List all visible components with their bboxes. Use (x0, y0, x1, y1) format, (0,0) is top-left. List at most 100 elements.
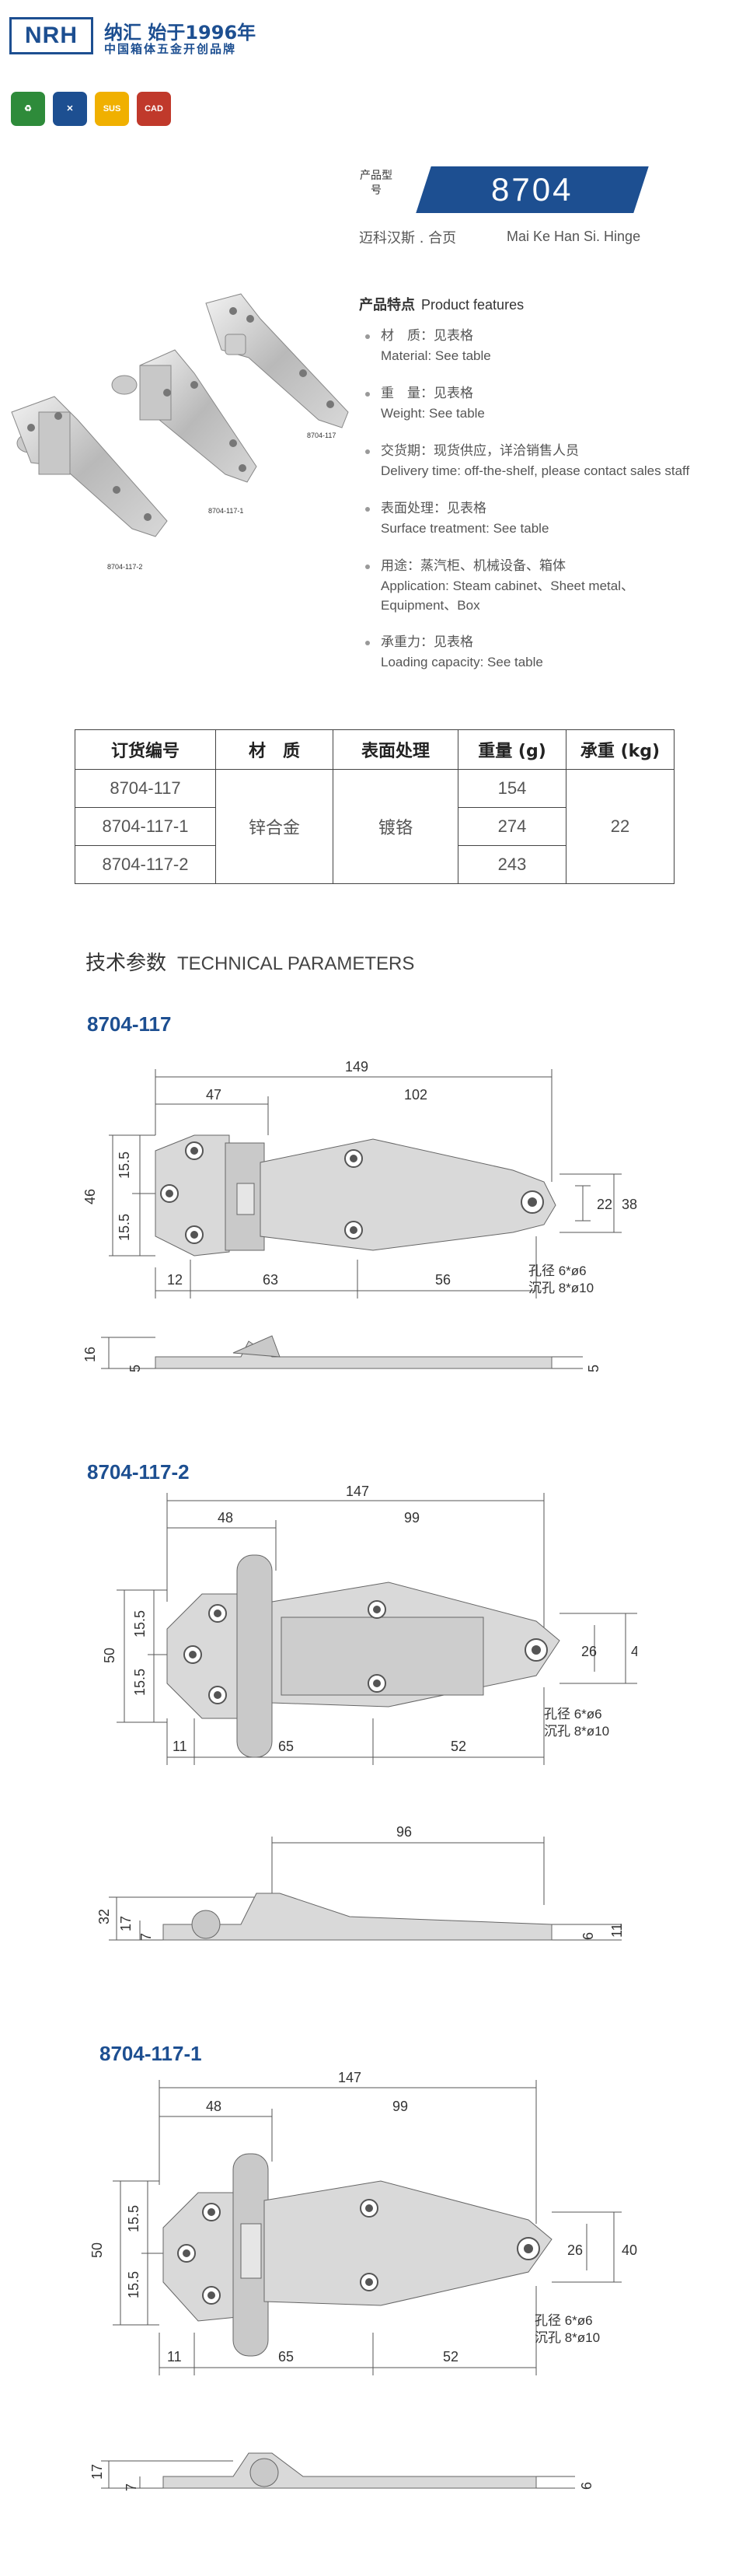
dim-b2: 65 (278, 1739, 294, 1754)
brand-tagline: 纳汇 始于1996年 (104, 22, 256, 44)
table-row: 8704-117 锌合金 镀铬 154 22 (75, 769, 675, 884)
dim-left: 47 (206, 1087, 221, 1103)
dim-h1: 15.5 (126, 2205, 141, 2232)
dim-left: 48 (206, 2099, 221, 2114)
side-t3: 11 (609, 1923, 625, 1938)
cad-badge: CAD (137, 92, 171, 126)
dim-h2: 15.5 (126, 2271, 141, 2298)
dim-right: 102 (404, 1087, 427, 1103)
sus-badge: SUS (95, 92, 129, 126)
side-h: 16 (82, 1347, 98, 1362)
dim-w-hole: 40 (622, 2242, 637, 2258)
dim-h-total: 50 (89, 2242, 105, 2258)
hinge-photo-117-1 (111, 349, 257, 483)
dim-h-total: 50 (102, 1648, 117, 1663)
brand-logo: NRH (9, 17, 93, 54)
photo-label-117-1: 8704-117-1 (208, 507, 243, 515)
cell-load: 22 (566, 769, 675, 884)
side-h: 17 (89, 2464, 105, 2480)
dim-b1: 11 (173, 1739, 187, 1754)
th-load: 承重 (kg) (566, 729, 675, 770)
hole-note-2: 沉孔 8*ø10 (544, 1724, 609, 1739)
dim-b2: 65 (278, 2349, 294, 2365)
hinge-photo-117-2 (11, 396, 168, 537)
cell-code: 8704-117-1 (75, 807, 216, 846)
dim-b2: 63 (263, 1272, 278, 1288)
dim-overall: 147 (346, 1485, 369, 1499)
features-title-en: Product features (421, 297, 525, 313)
cell-material: 锌合金 (215, 769, 333, 884)
cell-weight: 154 (458, 769, 566, 808)
model-label: 产品型号 (360, 170, 392, 197)
dim-h-total: 46 (82, 1189, 98, 1204)
drawing-title: 8704-117-1 (99, 2042, 202, 2065)
dim-b3: 52 (451, 1739, 466, 1754)
side-t1: 7 (138, 1933, 154, 1941)
side-t2: 6 (580, 1932, 596, 1940)
dim-overall: 147 (338, 2070, 361, 2085)
cell-code: 8704-117-2 (75, 845, 216, 884)
side-h: 32 (96, 1909, 112, 1924)
dim-b3: 56 (435, 1272, 451, 1288)
drawing-8704-117-1: 147 48 99 50 15.5 15.5 26 40 11 65 52 孔径… (89, 2070, 637, 2491)
hinge-photo-117 (205, 293, 349, 428)
side-len: 96 (396, 1824, 412, 1840)
cell-weight: 243 (458, 845, 566, 884)
photo-label-117-2: 8704-117-2 (107, 563, 142, 571)
features-title-cn: 产品特点 (359, 297, 415, 313)
table-row: 8704-117-1 274 (75, 807, 675, 846)
th-material: 材 质 (215, 729, 333, 770)
cell-surface: 镀铬 (333, 769, 458, 884)
side-t2: 5 (586, 1365, 601, 1372)
feature-item: 重 量：见表格 Weight: See table (365, 384, 738, 423)
dim-b3: 52 (443, 2349, 458, 2365)
side-t1: 5 (127, 1365, 143, 1372)
side-t2: 6 (579, 2482, 594, 2490)
tools-icon: ✕ (53, 92, 87, 126)
th-code: 订货编号 (75, 729, 216, 770)
dim-w-hole: 40 (631, 1644, 637, 1659)
dim-right: 99 (404, 1510, 420, 1526)
eco-icon: ♻ (11, 92, 45, 126)
dim-w-hole: 38 (622, 1197, 637, 1212)
dim-h1: 15.5 (132, 1610, 148, 1638)
drawing-title: 8704-117 (87, 1012, 172, 1036)
drawing-title: 8704-117-2 (87, 1460, 190, 1484)
hole-note-1: 孔径 6*ø6 (544, 1707, 602, 1721)
product-name-en: Mai Ke Han Si. Hinge (507, 229, 641, 244)
table-row: 8704-117-2 243 (75, 845, 675, 884)
dim-overall: 149 (345, 1059, 368, 1075)
product-name-cn: 迈科汉斯 . 合页 (359, 230, 457, 246)
hole-note-2: 沉孔 8*ø10 (528, 1281, 594, 1295)
table-header-row: 订货编号 材 质 表面处理 重量 (g) 承重 (kg) (75, 729, 675, 770)
hole-note-2: 沉孔 8*ø10 (535, 2330, 600, 2345)
side-t1: 7 (124, 2483, 139, 2491)
dim-b1: 11 (167, 2349, 182, 2365)
cell-code: 8704-117 (75, 769, 216, 808)
th-surface: 表面处理 (333, 729, 458, 770)
dim-w-tip: 26 (581, 1644, 597, 1659)
hole-note-1: 孔径 6*ø6 (528, 1264, 587, 1278)
dim-w-tip: 22 (597, 1197, 612, 1212)
dim-h2: 15.5 (132, 1669, 148, 1696)
features-title: 产品特点 Product features (359, 294, 524, 314)
side-h2: 17 (118, 1916, 134, 1931)
product-photo: 8704-117 8704-117-1 8704-117-2 (11, 293, 349, 571)
th-weight: 重量 (g) (458, 729, 566, 770)
spec-table: 订货编号 材 质 表面处理 重量 (g) 承重 (kg) 8704-117 锌合… (75, 729, 675, 884)
dim-right: 99 (392, 2099, 408, 2114)
model-number: 8704 (416, 166, 649, 213)
dim-h2: 15.5 (117, 1214, 132, 1241)
brand-subline: 中国箱体五金开创品牌 (104, 42, 237, 56)
cell-weight: 274 (458, 807, 566, 846)
dim-b1: 12 (167, 1272, 183, 1288)
dim-h1: 15.5 (117, 1152, 132, 1179)
dim-w-tip: 26 (567, 2242, 583, 2258)
drawing-8704-117-2: 147 48 99 50 15.5 15.5 26 40 11 65 52 孔径… (96, 1485, 637, 1941)
